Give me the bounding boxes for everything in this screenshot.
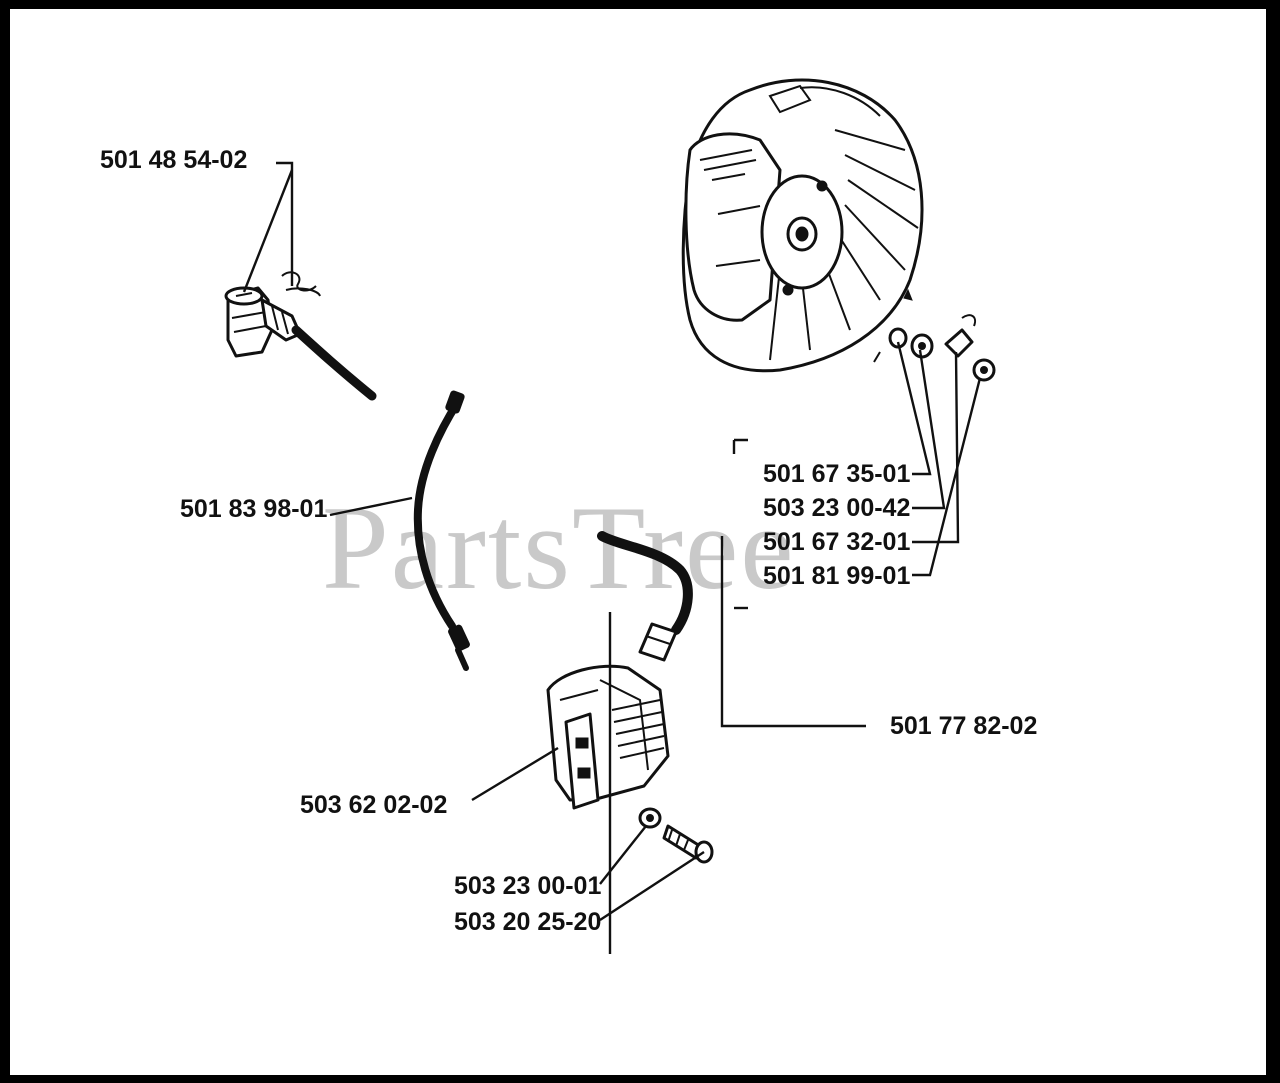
- part-label-p8: 503 62 02-02: [300, 791, 447, 819]
- washer-icon: [873, 314, 996, 382]
- watermark-text: PartsTree: [322, 481, 796, 614]
- screw-icon: [662, 824, 714, 864]
- part-label-p6: 501 81 99-01: [763, 562, 910, 590]
- part-label-p9: 503 23 00-01: [454, 872, 601, 900]
- part-label-p10: 503 20 25-20: [454, 908, 601, 936]
- part-label-p3: 501 67 35-01: [763, 460, 910, 488]
- part-label-p5: 501 67 32-01: [763, 528, 910, 556]
- spark-plug-cap-icon: [224, 271, 377, 401]
- leader-lines: [242, 161, 982, 954]
- part-label-p1: 501 48 54-02: [100, 146, 247, 174]
- part-label-p2: 501 83 98-01: [180, 495, 327, 523]
- diagram-sheet: [10, 9, 1266, 1075]
- part-label-p7: 501 77 82-02: [890, 712, 1037, 740]
- part-label-p4: 503 23 00-42: [763, 494, 910, 522]
- flywheel-icon: [681, 78, 924, 373]
- ignition-lead-icon: [413, 390, 470, 671]
- ignition-coil-icon: [546, 531, 693, 829]
